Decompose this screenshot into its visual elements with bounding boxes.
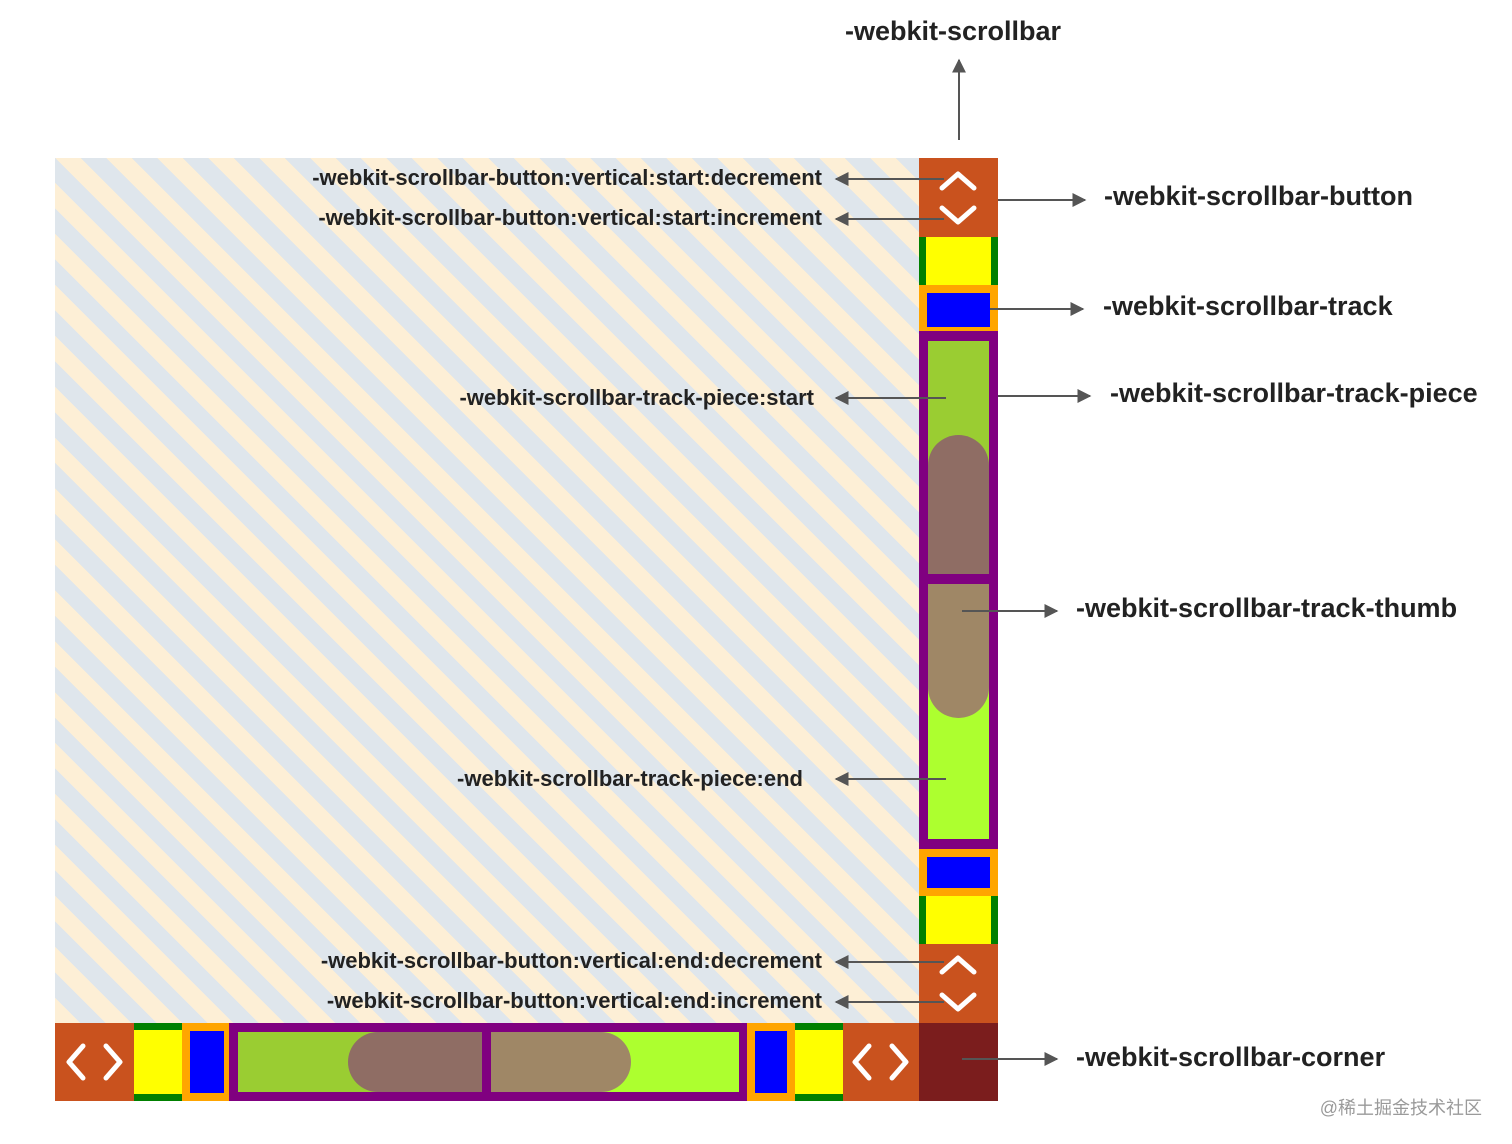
- label-end-increment: -webkit-scrollbar-button:vertical:end:in…: [326, 988, 822, 1013]
- vertical-scrollbar[interactable]: [919, 158, 998, 1023]
- horizontal-thumb[interactable]: [491, 1032, 631, 1092]
- label-end-decrement: -webkit-scrollbar-button:vertical:end:de…: [320, 948, 822, 973]
- horizontal-track-piece-start[interactable]: [229, 1023, 491, 1101]
- label-scrollbar-track: -webkit-scrollbar-track: [1103, 291, 1393, 321]
- label-scrollbar-button: -webkit-scrollbar-button: [1104, 181, 1413, 211]
- vertical-thumb[interactable]: [928, 584, 989, 718]
- chevron-down-icon: [939, 205, 977, 225]
- chevron-left-icon: [66, 1043, 86, 1081]
- label-start-increment: -webkit-scrollbar-button:vertical:start:…: [318, 205, 822, 230]
- chevron-right-icon: [103, 1043, 123, 1081]
- label-scrollbar-track-thumb: -webkit-scrollbar-track-thumb: [1076, 593, 1458, 623]
- vertical-end-buttons[interactable]: [919, 944, 998, 1023]
- label-start-decrement: -webkit-scrollbar-button:vertical:start:…: [312, 165, 822, 190]
- vertical-track-piece-end[interactable]: [919, 575, 998, 849]
- horizontal-start-buttons[interactable]: [55, 1023, 134, 1101]
- scroll-content-area: [55, 158, 919, 1023]
- watermark: @稀土掘金技术社区: [1319, 1098, 1482, 1118]
- vertical-start-buttons[interactable]: [919, 158, 998, 237]
- horizontal-end-spacer: [795, 1023, 843, 1101]
- label-track-piece-start: -webkit-scrollbar-track-piece:start: [459, 385, 814, 410]
- horizontal-start-spacer: [134, 1023, 182, 1101]
- horizontal-track-piece-end[interactable]: [482, 1023, 747, 1101]
- label-webkit-scrollbar: -webkit-scrollbar: [845, 16, 1062, 46]
- chevron-right-icon: [889, 1043, 909, 1081]
- chevron-up-icon: [939, 171, 977, 191]
- vertical-track-piece-start[interactable]: [919, 331, 998, 584]
- horizontal-scrollbar[interactable]: [55, 1023, 919, 1101]
- chevron-up-icon: [939, 955, 977, 975]
- chevron-left-icon: [852, 1043, 872, 1081]
- vertical-track-end: [919, 849, 998, 896]
- chevron-down-icon: [939, 992, 977, 1012]
- label-scrollbar-track-piece: -webkit-scrollbar-track-piece: [1110, 378, 1478, 408]
- label-track-piece-end: -webkit-scrollbar-track-piece:end: [457, 766, 803, 791]
- vertical-end-spacer: [919, 896, 998, 944]
- horizontal-track-start: [182, 1023, 230, 1101]
- scrollbar-corner: [919, 1023, 998, 1101]
- label-scrollbar-corner: -webkit-scrollbar-corner: [1076, 1042, 1386, 1072]
- vertical-start-spacer: [919, 237, 998, 285]
- vertical-track-start: [919, 285, 998, 331]
- horizontal-end-buttons[interactable]: [843, 1023, 919, 1101]
- horizontal-track-end: [747, 1023, 795, 1101]
